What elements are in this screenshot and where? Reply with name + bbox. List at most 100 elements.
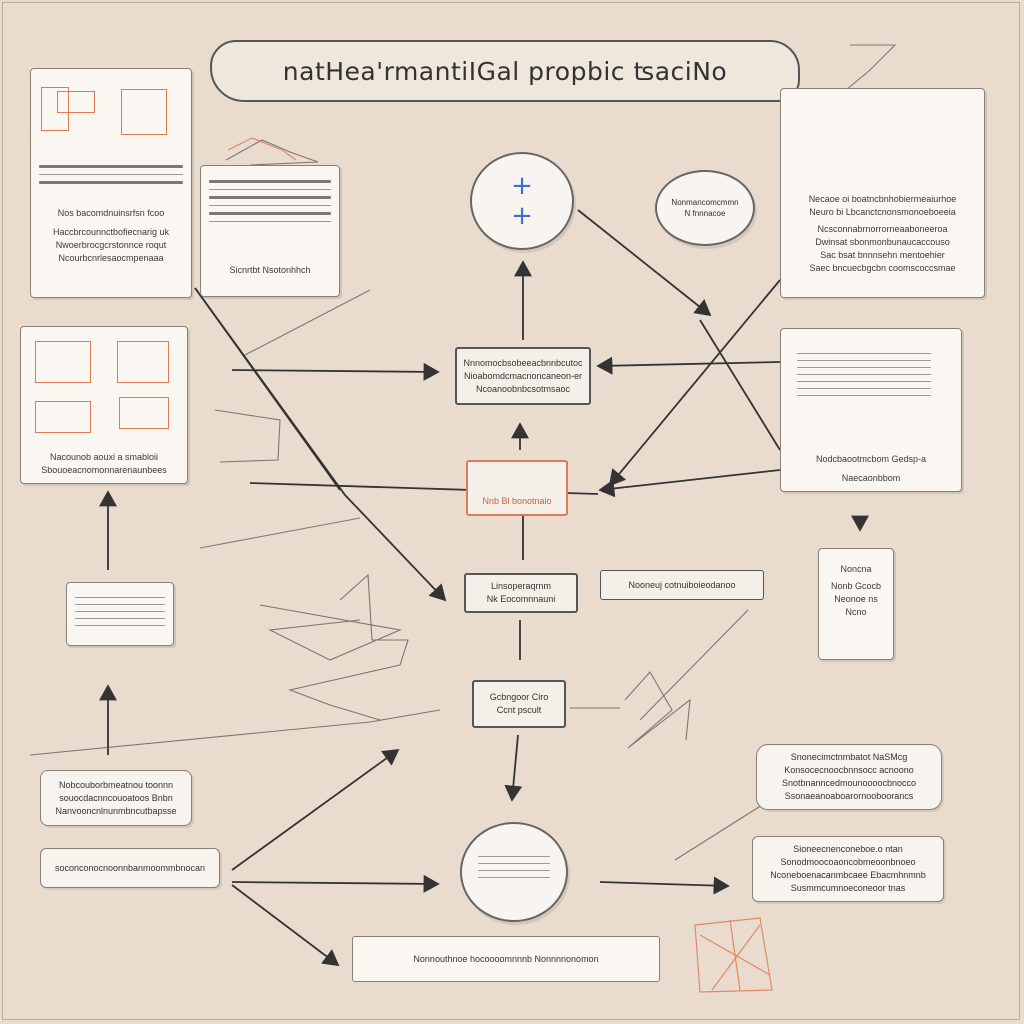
card-text: Nonb Gcocb (830, 581, 882, 591)
sketch-stroke (199, 517, 361, 549)
node-center-mid[interactable]: Linsoperaqrnm Nk Eocomnnauni (464, 573, 578, 613)
card-text: Ncno (845, 607, 867, 617)
node-text: Ccnt pscult (496, 705, 542, 715)
connector (599, 876, 730, 895)
card-text: Nanvooncnlnunmbncutbapsse (55, 805, 177, 816)
card-lower-right[interactable]: Noncna Nonb Gcocb Neonoe ns Ncno (818, 548, 894, 660)
connector (577, 209, 712, 317)
card-text: soconconocnoonnbanmoommbnocan (54, 862, 206, 873)
card-text: Haccbrcounnctbofiecnarig uk (52, 227, 170, 237)
card-mid-left[interactable]: Nacounob aouxi a smabloii Sbouoeacnomonn… (20, 326, 188, 484)
node-text: Nk Eocomnnauni (486, 594, 556, 604)
node-text: Nnnomocbsobeeacbnnbcutoc (463, 357, 583, 368)
card-text: Noncna (840, 564, 872, 574)
connector (231, 884, 340, 967)
card-top-left[interactable]: Nos bacomdnuinsrfsn fcoo Haccbrcounnctbo… (30, 68, 192, 298)
card-text: Nwoerbrocgcrstonnce roqut (55, 240, 167, 250)
card-text: Ncourbcnrlesaocmpenaaa (58, 253, 164, 263)
card-text: Necaoe oi boatncbnhobiermeaiurhoe (808, 194, 957, 204)
card-text: Nacounob aouxi a smabloii (49, 452, 159, 462)
card-bottom-right[interactable]: Sioneecnenconeboe.o ntan Sonodmoocoaonco… (752, 836, 944, 902)
card-right-pill[interactable]: Snonecimctnmbatot NaSMcg Konsocecnoocbnn… (756, 744, 942, 810)
sketch-stroke (244, 289, 371, 356)
sketch-lines (478, 850, 550, 884)
card-text: Susmmcumnoeconeoor tnas (790, 883, 906, 893)
sketch-stroke (214, 409, 281, 463)
node-text: Linsoperaqrnm (490, 581, 552, 591)
card-left-stack[interactable] (66, 582, 174, 646)
sketch-stroke (288, 573, 409, 721)
connector (608, 279, 781, 487)
card-bottom-left-b[interactable]: soconconocnoonnbanmoommbnocan (40, 848, 220, 888)
plus-icon: + (511, 171, 533, 201)
connector (231, 362, 440, 381)
sketch-stroke (29, 709, 441, 756)
red-sketch-box (41, 87, 69, 131)
node-center-accent[interactable]: Nnb Bl bonotnaio (466, 460, 568, 516)
node-text: Nonnouthnoe hocoooomnnnb Nonnnnonomon (413, 953, 599, 964)
card-top-right[interactable]: Necaoe oi boatncbnhobiermeaiurhoe Neuro … (780, 88, 985, 298)
card-text: Sac bsat bnnnsehn mentoehier (820, 250, 945, 260)
sketch-stroke (624, 671, 691, 749)
page-title: natHea'rmantiIGal propbic ʦaciNo (210, 40, 800, 102)
red-sketch-box (57, 91, 95, 113)
sketch-lines (39, 159, 183, 190)
card-text: Sioneecnenconeboe.o ntan (793, 844, 903, 854)
connector (596, 356, 781, 375)
red-sketch (227, 137, 297, 161)
red-sketch-box (35, 401, 91, 433)
node-text: Nooneuj cotnuiboieodanoo (628, 579, 736, 590)
card-mid-right[interactable]: Nodcbaootmcbom Gedsp-a Naecaonbbom (780, 328, 962, 492)
card-text: Neuro bi Lbcanctcnonsmonoeboeeia (809, 207, 956, 217)
connector (231, 874, 440, 893)
plus-node[interactable]: + + (470, 152, 574, 250)
red-sketch (694, 917, 773, 993)
red-sketch-box (117, 341, 169, 383)
node-text: Nioabomdcmacnoncaneon-er (463, 370, 583, 381)
sketch-lines (75, 591, 165, 632)
red-sketch-box (121, 89, 167, 135)
connector (231, 748, 400, 871)
card-text: Konsocecnoocbnnsocc acnoono (784, 765, 914, 775)
connector (504, 734, 523, 802)
card-text: Snotbnanncedmounoooocbnocco (781, 778, 917, 788)
sketch-stroke (259, 604, 402, 661)
card-text: Nodcbaootmcbom Gedsp-a (815, 454, 927, 464)
bottom-circle-node[interactable] (460, 822, 568, 922)
card-text: Nos bacomdnuinsrfsn fcoo (57, 208, 165, 218)
card-text: Sbouoeacnomonnarenaunbees (41, 465, 167, 475)
card-text: Snonecimctnmbatot NaSMcg (790, 752, 908, 762)
connector (699, 319, 781, 451)
card-text: Ssonaeanoaboarornooboorancs (784, 791, 914, 801)
card-text: Saec bncuecbgcbn coomscoccsmae (809, 263, 956, 273)
card-top-mid[interactable]: Sicnrtbt Nsotonhhch (200, 165, 340, 297)
oval-text: N fnnnacoe (684, 209, 726, 218)
card-bottom-left-a[interactable]: Nobcouborbmeatnou toonnn souocdacnncouoa… (40, 770, 192, 826)
plus-icon: + (511, 201, 533, 231)
card-text: Sonodmoocoaoncobmeoonbnoeo (780, 857, 916, 867)
sketch-stroke (674, 799, 771, 861)
connector (194, 287, 447, 602)
card-text: Nobcouborbmeatnou toonnn (58, 779, 174, 790)
connector (598, 469, 781, 498)
red-sketch-box (35, 341, 91, 383)
sketch-stroke (225, 139, 319, 166)
node-text: Gcbngoor Ciro (489, 692, 549, 702)
sketch-lines (797, 347, 931, 402)
card-text: souocdacnncouoatoos Bnbn (59, 792, 173, 803)
card-text: Sicnrtbt Nsotonhhch (229, 265, 311, 275)
node-text: Nnb Bl bonotnaio (482, 496, 552, 506)
card-text: Neonoe ns (834, 594, 878, 604)
node-text: Ncoanoobnbcsotmsaoc (475, 383, 571, 394)
card-text: Ncsconnabrnorrorneaaboneeroa (817, 224, 948, 234)
node-bottom-banner[interactable]: Nonnouthnoe hocoooomnnnb Nonnnnonomon (352, 936, 660, 982)
small-oval-node[interactable]: Nonmancomcmmn N fnnnacoe (655, 170, 755, 246)
node-center-low[interactable]: Gcbngoor Ciro Ccnt pscult (472, 680, 566, 728)
card-text: Nconeboenacanmbcaee Ebacmhnmnb (770, 870, 926, 880)
card-text: Dwinsat sbonmonbunaucaccouso (815, 237, 950, 247)
node-center-mid-side[interactable]: Nooneuj cotnuiboieodanoo (600, 570, 764, 600)
node-center-top[interactable]: Nnnomocbsobeeacbnnbcutoc Nioabomdcmacnon… (455, 347, 591, 405)
red-sketch-box (119, 397, 169, 429)
card-text: Naecaonbbom (841, 473, 901, 483)
